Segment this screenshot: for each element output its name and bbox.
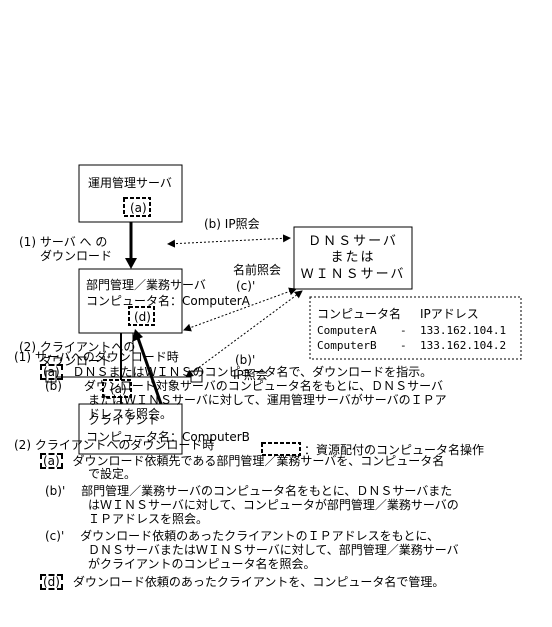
note2-item-b-cont-0: はＷＩＮＳサーバに対して、コンピュータが部門管理／業務サーバの xyxy=(88,498,459,512)
ip-query-label: (b) IP照会 xyxy=(204,217,260,231)
ip-query-prime-label: IP照会 xyxy=(233,368,268,382)
mgmt-server-label: 運用管理サーバ xyxy=(88,175,172,190)
note1-item-b-cont-0: またはＷＩＮＳサーバに対して、運用管理サーバがサーバのＩＰア xyxy=(88,393,447,407)
table-row-0-name: ComputerA xyxy=(317,324,377,337)
note2-item-b: (b)' 部門管理／業務サーバのコンピュータ名をもとに、ＤＮＳサーバまた xyxy=(45,484,452,498)
network-terminator-left xyxy=(45,370,57,383)
client-box xyxy=(78,403,183,455)
note2-item-c-cont-1: がクライアントのコンピュータ名を照会。 xyxy=(88,557,316,571)
marker-d xyxy=(128,306,155,326)
note2-item-d: (d) ダウンロード依頼のあったクライアントを、コンピュータ名で管理。 xyxy=(40,574,444,590)
table-header-ip: IPアドレス xyxy=(420,307,479,321)
ip-query-prime-key: (b)' xyxy=(235,353,255,367)
note2-item-c-cont-0: ＤＮＳサーバまたはＷＩＮＳサーバに対して、部門管理／業務サーバ xyxy=(88,543,459,557)
legend-swatch xyxy=(261,442,301,456)
wins-server-label: ＷＩＮＳサーバ xyxy=(301,267,406,282)
note1-title: (1) サーバへのダウンロード時 xyxy=(14,350,179,364)
table-row-0-dash: - xyxy=(400,324,407,337)
marker-a-top-label: (a) xyxy=(130,201,147,215)
marker-d-label: (d) xyxy=(134,310,151,324)
note1-item-b-text: ダウンロード対象サーバのコンピュータ名をもとに、ＤＮＳサーバ xyxy=(83,379,443,393)
step1-label-line1: (1) サーバ へ の xyxy=(19,235,107,249)
note2-item-d-text: ダウンロード依頼のあったクライアントを、コンピュータ名で管理。 xyxy=(72,575,445,589)
note1-item-b-key: (b) xyxy=(45,379,62,393)
mgmt-server-box xyxy=(78,164,183,223)
note2-item-c-text: ダウンロード依頼のあったクライアントのＩＰアドレスをもとに、 xyxy=(80,529,440,543)
client-computer-name: コンピュータ名：ComputerB xyxy=(86,429,250,444)
note2-item-b-cont-1: ＩＰアドレスを照会。 xyxy=(88,512,209,526)
note2-item-a: (a) ダウンロード依頼先である部門管理／業務サーバを、コンピュータ名 xyxy=(40,453,444,469)
note2-item-b-key: (b)' xyxy=(45,484,66,498)
client-label: クライアント xyxy=(88,413,160,427)
note2-item-a-key: (a) xyxy=(40,453,63,469)
legend-text: ：資源配付のコンピュータ名操作 xyxy=(304,442,484,457)
name-query-label: 名前照会 xyxy=(233,262,281,277)
note2-item-d-key: (d) xyxy=(40,574,63,590)
download-arrow-2-head xyxy=(132,329,143,342)
note2-item-c: (c)' ダウンロード依頼のあったクライアントのＩＰアドレスをもとに、 xyxy=(45,529,439,543)
step2-label-line1: (2) クライアントへの xyxy=(19,340,135,354)
download-arrow-1-head xyxy=(125,258,137,269)
dns-server-label: ＤＮＳサーバ xyxy=(308,234,398,249)
ip-query-prime-arrow xyxy=(185,290,303,378)
marker-a-bottom xyxy=(102,379,132,398)
step1-label-line2: ダウンロード xyxy=(40,248,112,263)
dept-server-computer-name: コンピュータ名：ComputerA xyxy=(86,293,251,308)
table-row-1-dash: - xyxy=(400,339,407,352)
dns-server-box xyxy=(293,226,413,290)
name-query-key: (c)' xyxy=(236,279,255,293)
table-row-1-name: ComputerB xyxy=(317,339,377,352)
note1-item-a-text: ＤＮＳまたはＷＩＮＳのコンピュータ名で、ダウンロードを指示。 xyxy=(72,365,433,379)
note1-item-a: (a) ＤＮＳまたはＷＩＮＳのコンピュータ名で、ダウンロードを指示。 xyxy=(40,364,432,380)
note1-item-b-cont-1: ドレスを照会。 xyxy=(88,407,173,421)
download-arrow-2 xyxy=(136,337,163,405)
table-row-1-ip: 133.162.104.2 xyxy=(420,339,506,352)
marker-a-top xyxy=(123,197,151,217)
ip-query-arrow xyxy=(167,234,291,248)
note2-title: (2) クライアントへのダウンロード時 xyxy=(14,438,215,452)
note2-item-c-key: (c)' xyxy=(45,529,65,543)
address-table xyxy=(309,296,522,360)
note2-item-a-text: ダウンロード依頼先である部門管理／業務サーバを、コンピュータ名 xyxy=(72,454,445,468)
note1-item-a-key: (a) xyxy=(40,364,63,380)
marker-a-bottom-label: (a) xyxy=(110,382,127,396)
note2-item-b-text: 部門管理／業務サーバのコンピュータ名をもとに、ＤＮＳサーバまた xyxy=(81,484,453,498)
dept-server-label: 部門管理／業務サーバ xyxy=(86,277,206,292)
notes-section: (1) サーバへのダウンロード時 (a) ＤＮＳまたはＷＩＮＳのコンピュータ名で… xyxy=(0,345,552,627)
table-header-name: コンピュータ名 xyxy=(317,306,401,321)
note2-item-a-cont-0: で設定。 xyxy=(88,467,137,481)
dns-or-label: または xyxy=(330,250,375,265)
note1-item-b: (b) ダウンロード対象サーバのコンピュータ名をもとに、ＤＮＳサーバ xyxy=(45,379,443,393)
table-row-0-ip: 133.162.104.1 xyxy=(420,324,506,337)
dept-server-box xyxy=(78,268,183,334)
